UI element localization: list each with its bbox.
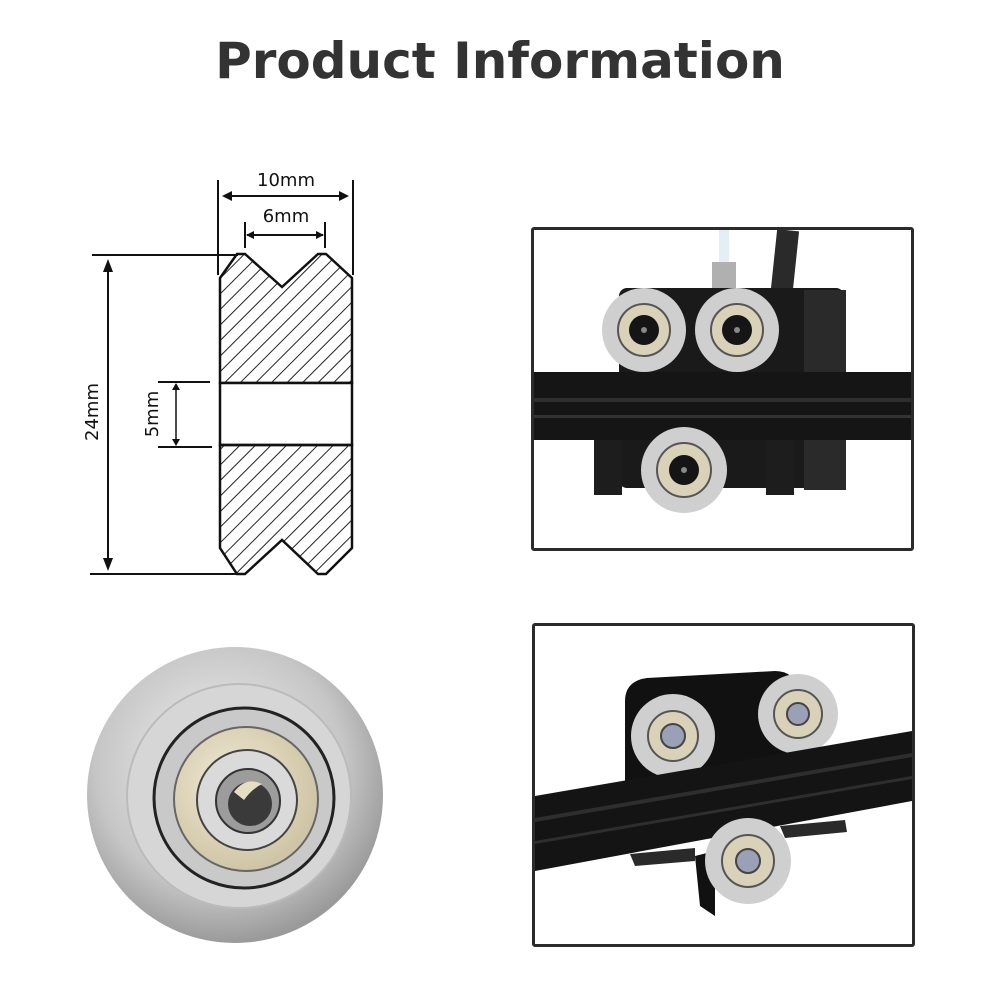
hotend-carriage-photo (531, 227, 914, 551)
v-wheel-top-left (602, 288, 686, 372)
wheel-closeup-photo (87, 647, 383, 943)
groove-width-label: 6mm (263, 206, 310, 227)
bore-label: 5mm (142, 391, 163, 438)
wheel-section-bottom (218, 443, 354, 576)
bore-section (218, 381, 354, 447)
v-wheel-top-left (631, 694, 715, 778)
v-wheel-bottom (641, 427, 727, 513)
outer-width-label: 10mm (257, 170, 315, 191)
gantry-plate-photo (532, 623, 915, 947)
v-wheel-bottom (705, 818, 791, 904)
diameter-label: 24mm (82, 383, 103, 441)
v-wheel-top-right (758, 674, 838, 754)
v-wheel-top-right (695, 288, 779, 372)
page-title: Product Information (215, 32, 785, 90)
wheel-section-top (218, 252, 354, 385)
